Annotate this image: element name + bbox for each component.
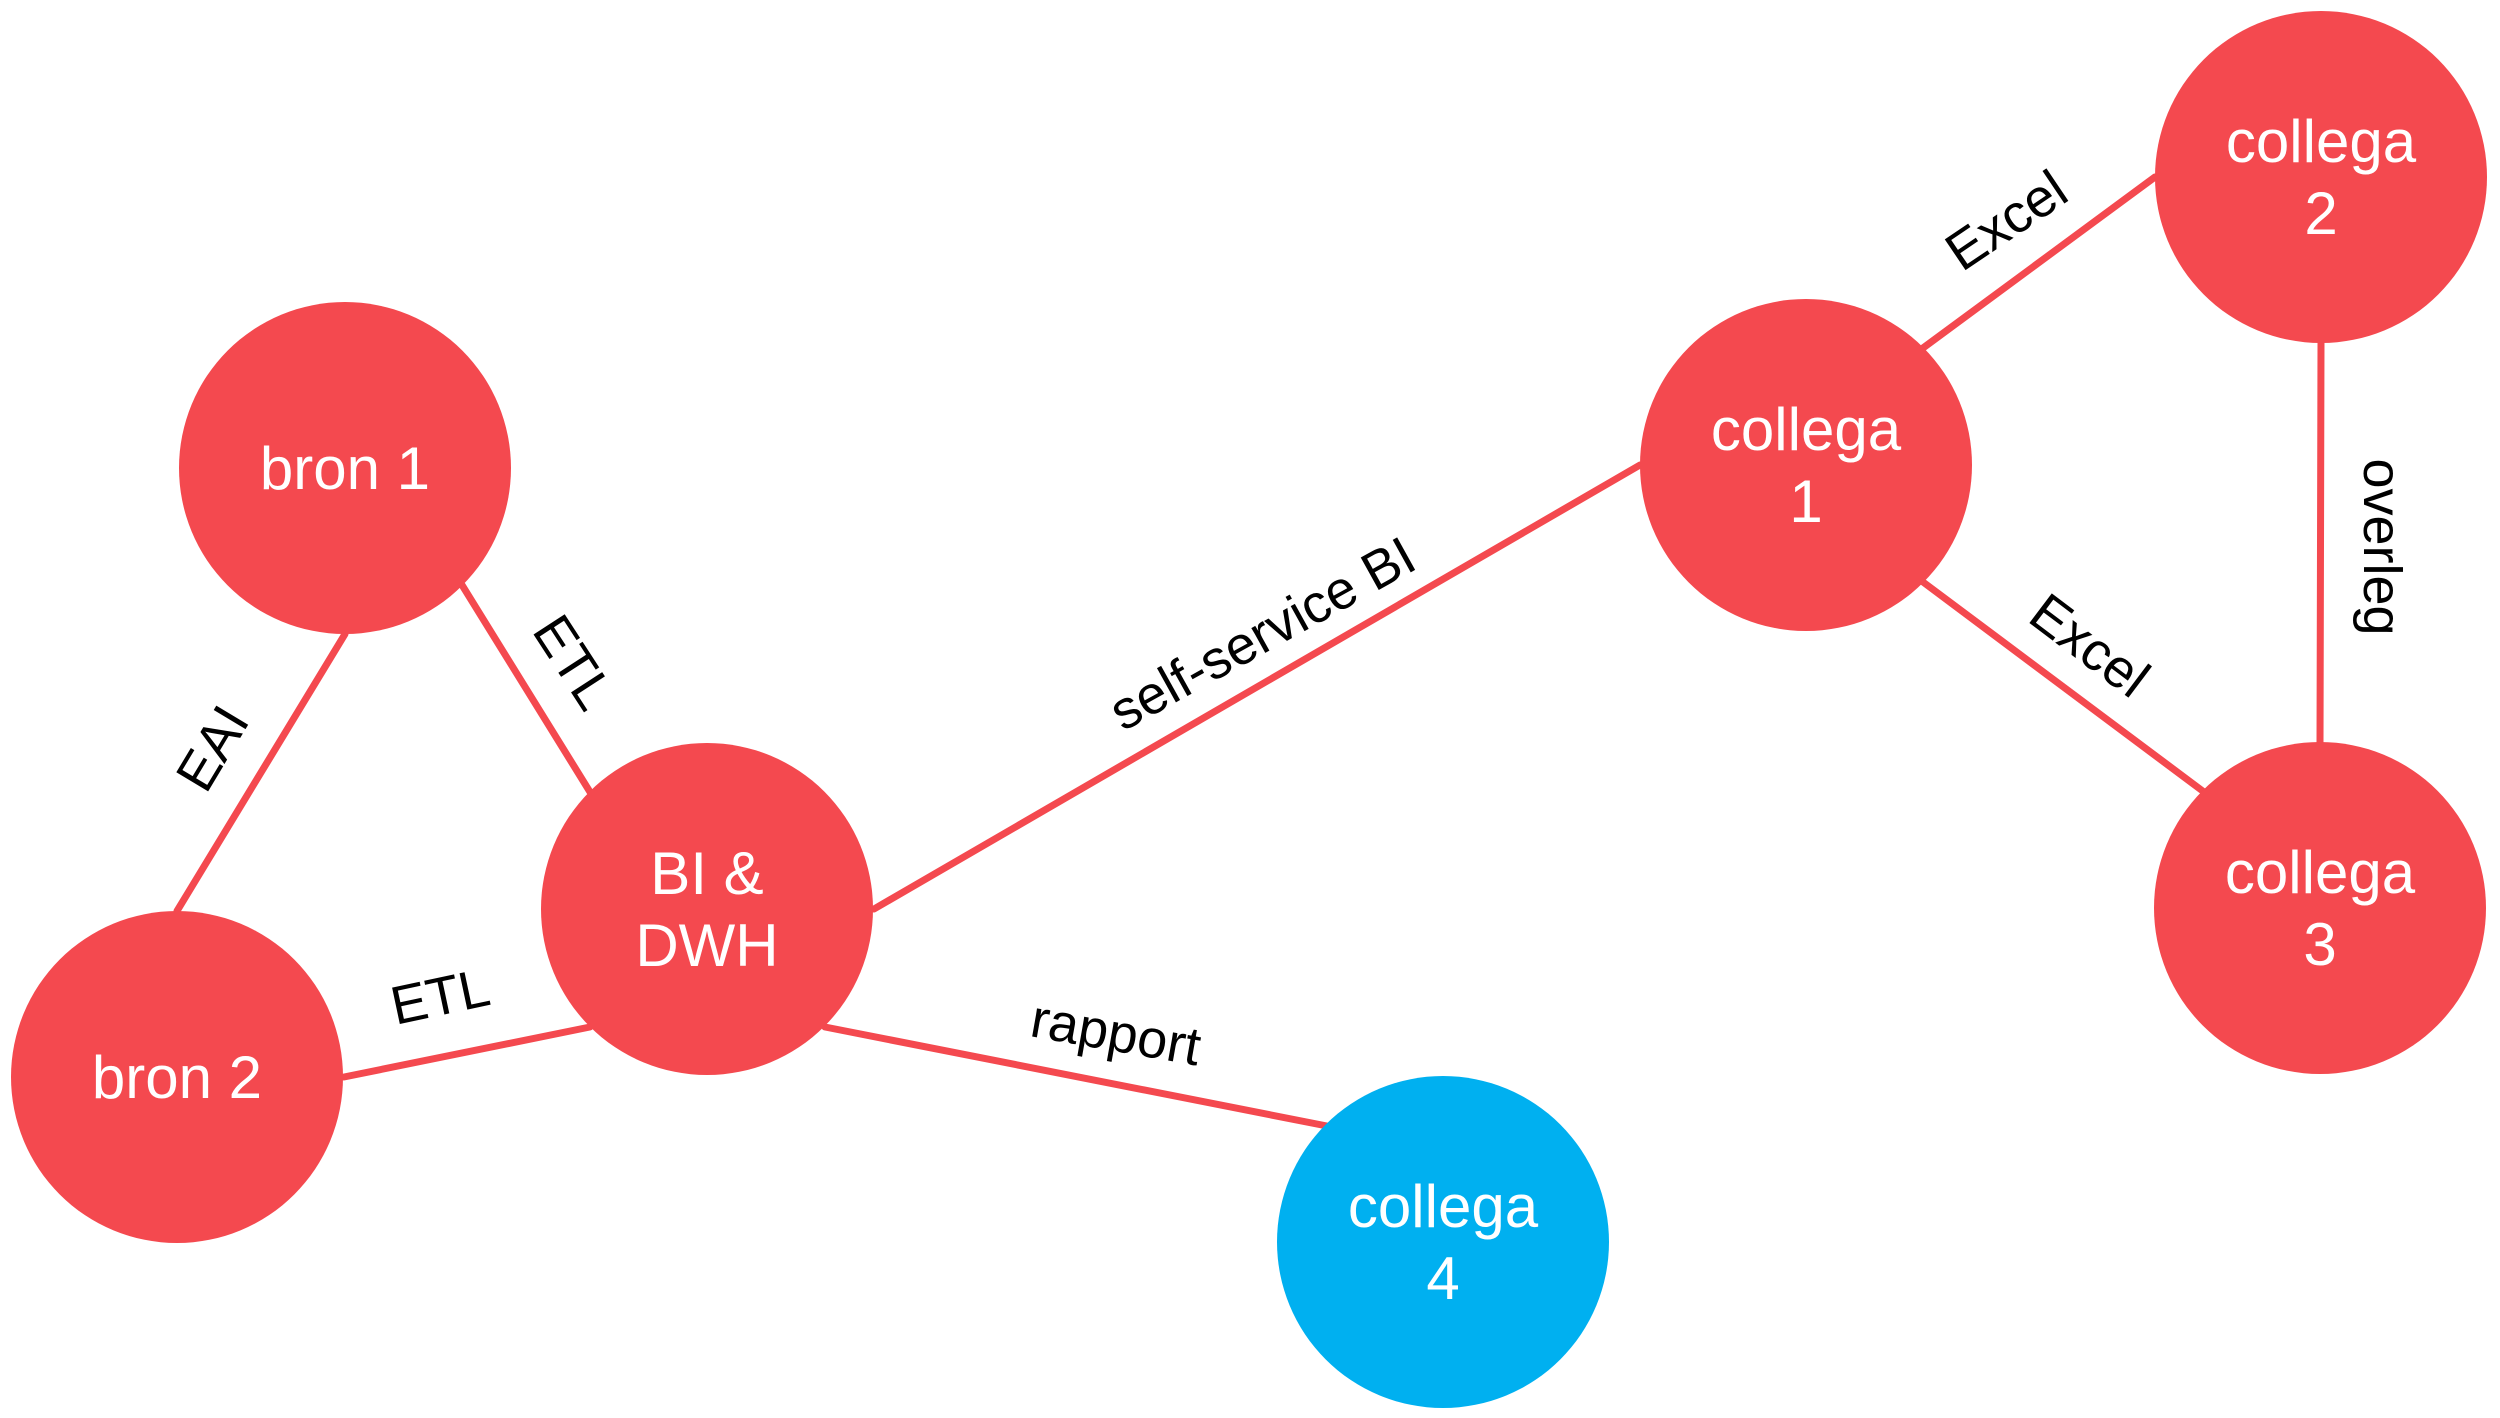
node-collega-4[interactable] — [1277, 1076, 1609, 1408]
edge-collega-2-collega-3 — [2316, 339, 2325, 748]
edge-label-bron-1-bron-2: EAI — [165, 696, 261, 802]
node-label-line: BI & — [650, 840, 763, 907]
node-label-line: 1 — [1789, 468, 1822, 535]
edge-bron-2-bi-dwh — [340, 1023, 594, 1081]
node-label-line: 2 — [2304, 180, 2337, 247]
node-label-bron-1: bron 1 — [260, 435, 430, 502]
edge-label-collega-1-collega-3: Excel — [2019, 582, 2161, 709]
edge-label-collega-1-collega-2: Excel — [1935, 159, 2078, 283]
node-label-line: collega — [1348, 1173, 1539, 1240]
node-label-line: collega — [1711, 396, 1902, 463]
node-bi-dwh[interactable] — [541, 743, 873, 1075]
edge-collega-1-collega-2 — [1919, 173, 2159, 352]
node-label-line: DWH — [635, 912, 778, 979]
node-label-line: collega — [2226, 108, 2417, 175]
edge-bron-1-bron-2 — [173, 630, 349, 915]
edge-bron-1-bi-dwh — [458, 581, 594, 796]
edge-bi-dwh-collega-1 — [870, 461, 1644, 913]
node-collega-2[interactable] — [2155, 11, 2487, 343]
node-label-line: 4 — [1426, 1245, 1459, 1312]
node-bron-2[interactable] — [11, 911, 343, 1243]
node-label-line: collega — [2225, 839, 2416, 906]
edge-label-collega-2-collega-3: overleg — [2352, 458, 2412, 635]
edge-collega-1-collega-3 — [1919, 578, 2208, 796]
edge-label-bi-dwh-collega-4: rapport — [1026, 989, 1205, 1078]
node-label-line: bron 2 — [92, 1044, 262, 1111]
node-label-line: 3 — [2303, 911, 2336, 978]
node-collega-3[interactable] — [2154, 742, 2486, 1074]
edge-label-bi-dwh-collega-1: self-service BI — [1100, 525, 1426, 742]
node-label-bron-2: bron 2 — [92, 1044, 262, 1111]
edge-label-bron-2-bi-dwh: ETL — [386, 957, 495, 1036]
edge-bi-dwh-collega-4 — [821, 1023, 1331, 1130]
node-bron-1[interactable] — [179, 302, 511, 634]
node-label-bi-dwh: BI &DWH — [635, 840, 778, 979]
node-collega-1[interactable] — [1640, 299, 1972, 631]
node-label-line: bron 1 — [260, 435, 430, 502]
